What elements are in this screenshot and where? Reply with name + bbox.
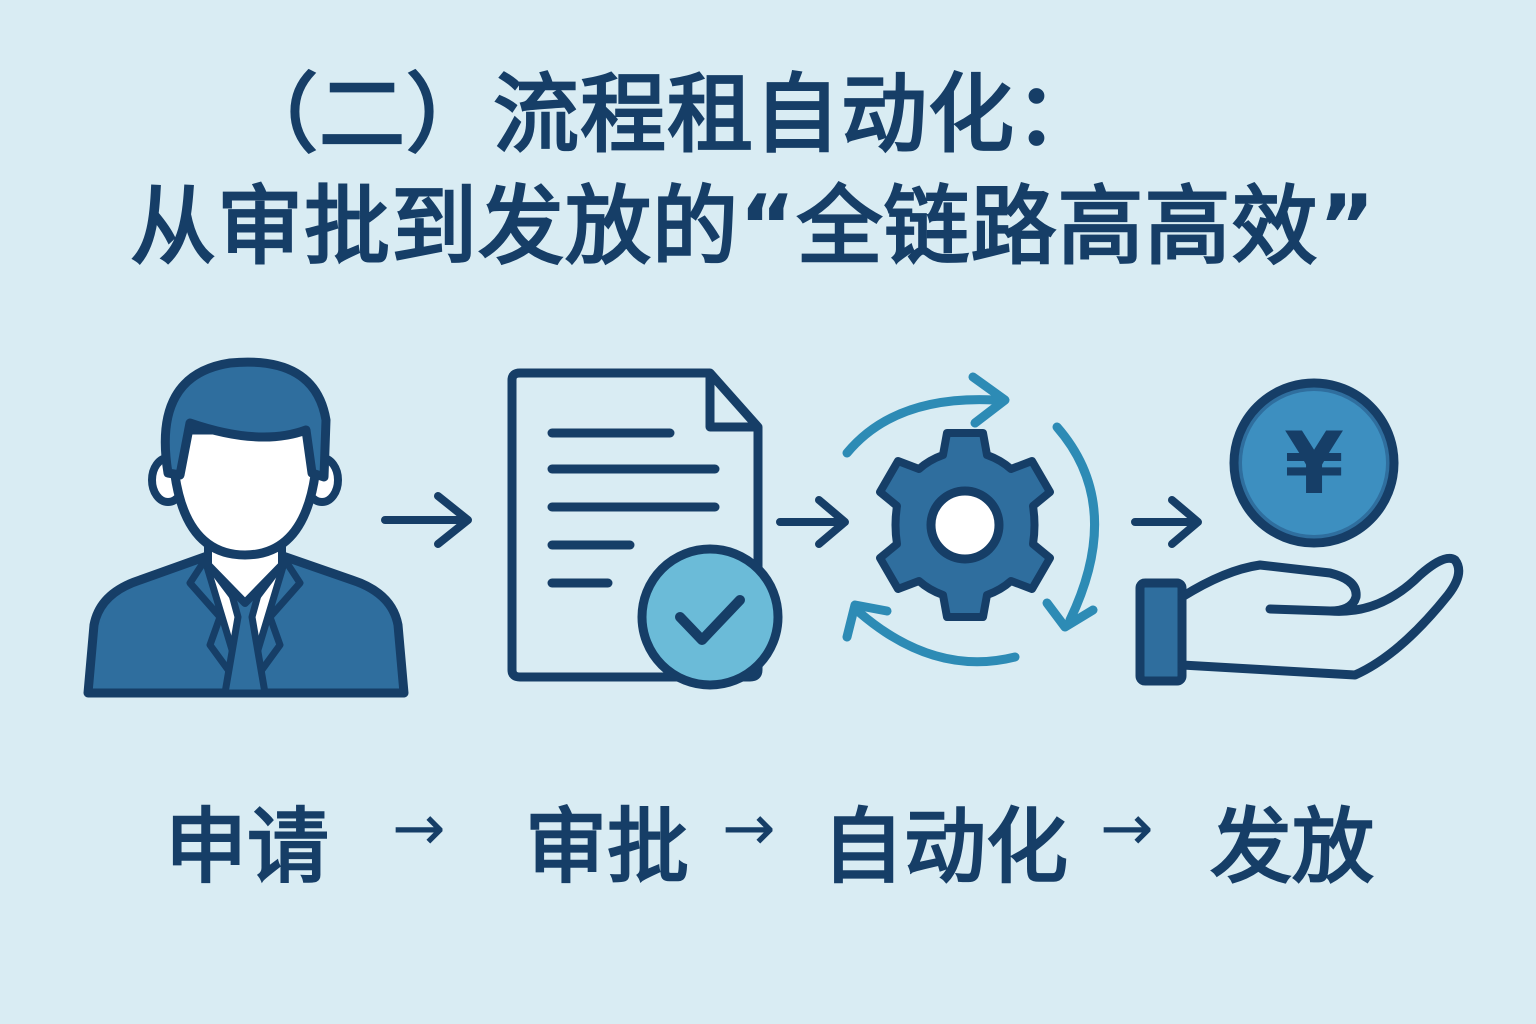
page-title: （二）流程租自动化： 从审批到发放的“全链路高高效” [0,62,1536,281]
document-check-icon [507,368,783,690]
step-disburse-label: 发放 [1210,800,1375,895]
step-apply-label: 申请 [165,800,330,895]
flow-arrow-3 [1131,496,1202,548]
yen-symbol: ¥ [1284,414,1344,514]
flow-arrow-2 [776,496,849,548]
hand-yen-coin-icon: ¥ [1135,378,1464,686]
step-automation-label: 自动化 [822,800,1069,895]
step-separator-1: → [392,792,446,866]
title-line-2: 从审批到发放的“全链路高高效” [130,176,1377,277]
flow-arrow-1 [381,492,472,548]
step-separator-3: → [1100,792,1154,866]
gear-cycle-icon [842,372,1100,667]
step-separator-2: → [722,792,776,866]
process-steps: 申请 → 审批 → 自动化 → 发放 [0,780,1536,895]
step-approve-label: 审批 [525,800,690,895]
title-line-1: （二）流程租自动化： [232,65,1102,165]
businessman-icon [83,357,409,698]
